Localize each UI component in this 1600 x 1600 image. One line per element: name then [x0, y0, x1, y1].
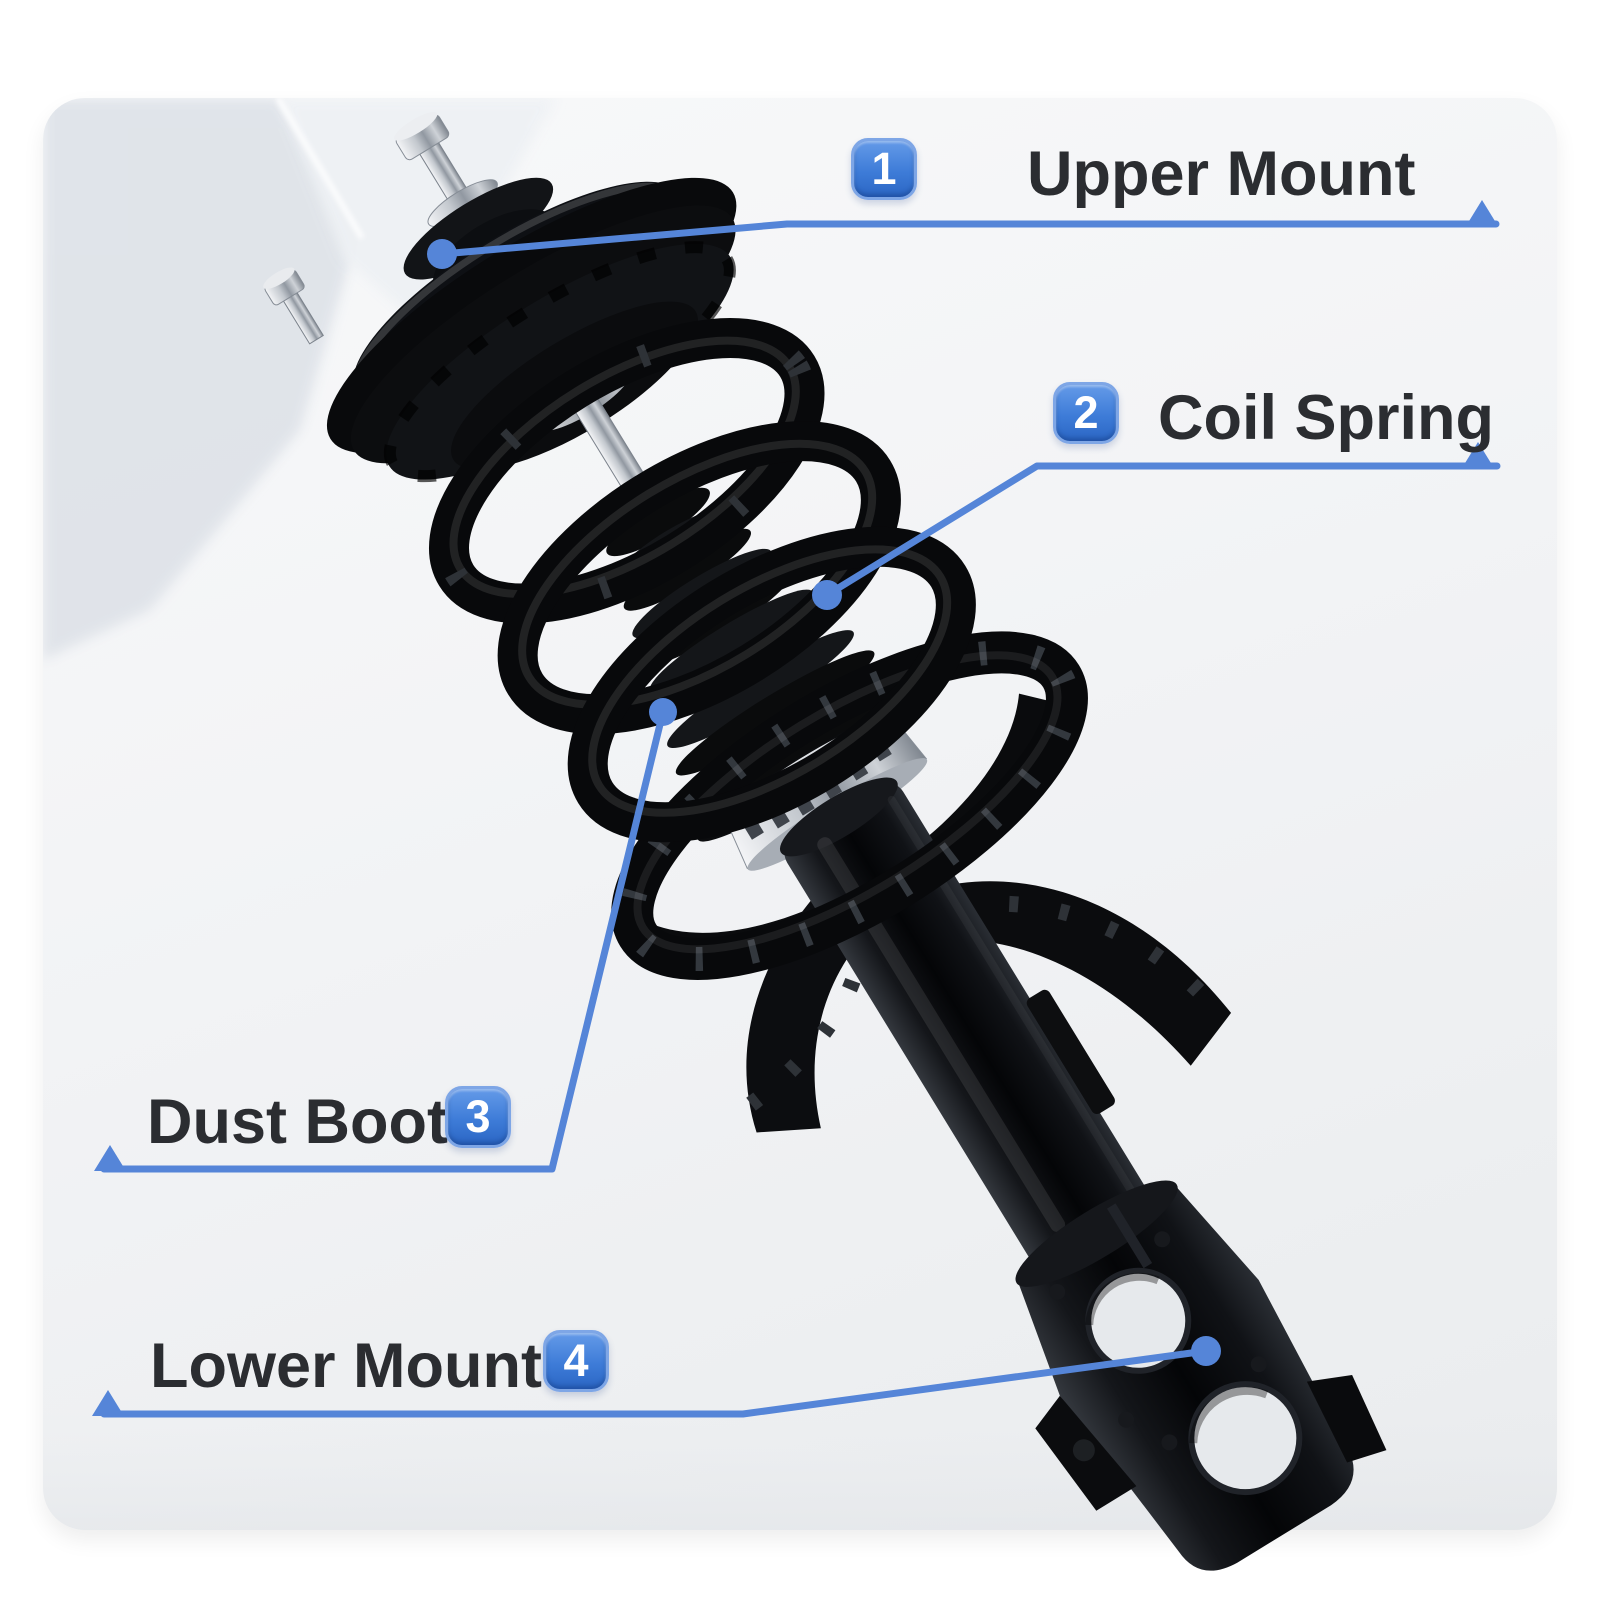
callout-label-coil-spring: Coil Spring: [1158, 383, 1494, 453]
callout-label-dust-boot: Dust Boot: [147, 1087, 448, 1157]
callout-label-upper-mount: Upper Mount: [1027, 139, 1416, 209]
photo-backdrop-card: [43, 98, 1557, 1530]
backdrop-glare: [43, 98, 1557, 1530]
callout-number: 2: [1073, 387, 1099, 438]
callout-label-lower-mount: Lower Mount: [150, 1331, 542, 1401]
callout-number: 3: [465, 1091, 491, 1142]
callout-badge-4: 4: [543, 1330, 609, 1392]
callout-number: 4: [563, 1335, 589, 1386]
callout-badge-1: 1: [851, 138, 917, 200]
callout-badge-2: 2: [1053, 382, 1119, 444]
callout-badge-3: 3: [445, 1086, 511, 1148]
callout-number: 1: [871, 143, 897, 194]
